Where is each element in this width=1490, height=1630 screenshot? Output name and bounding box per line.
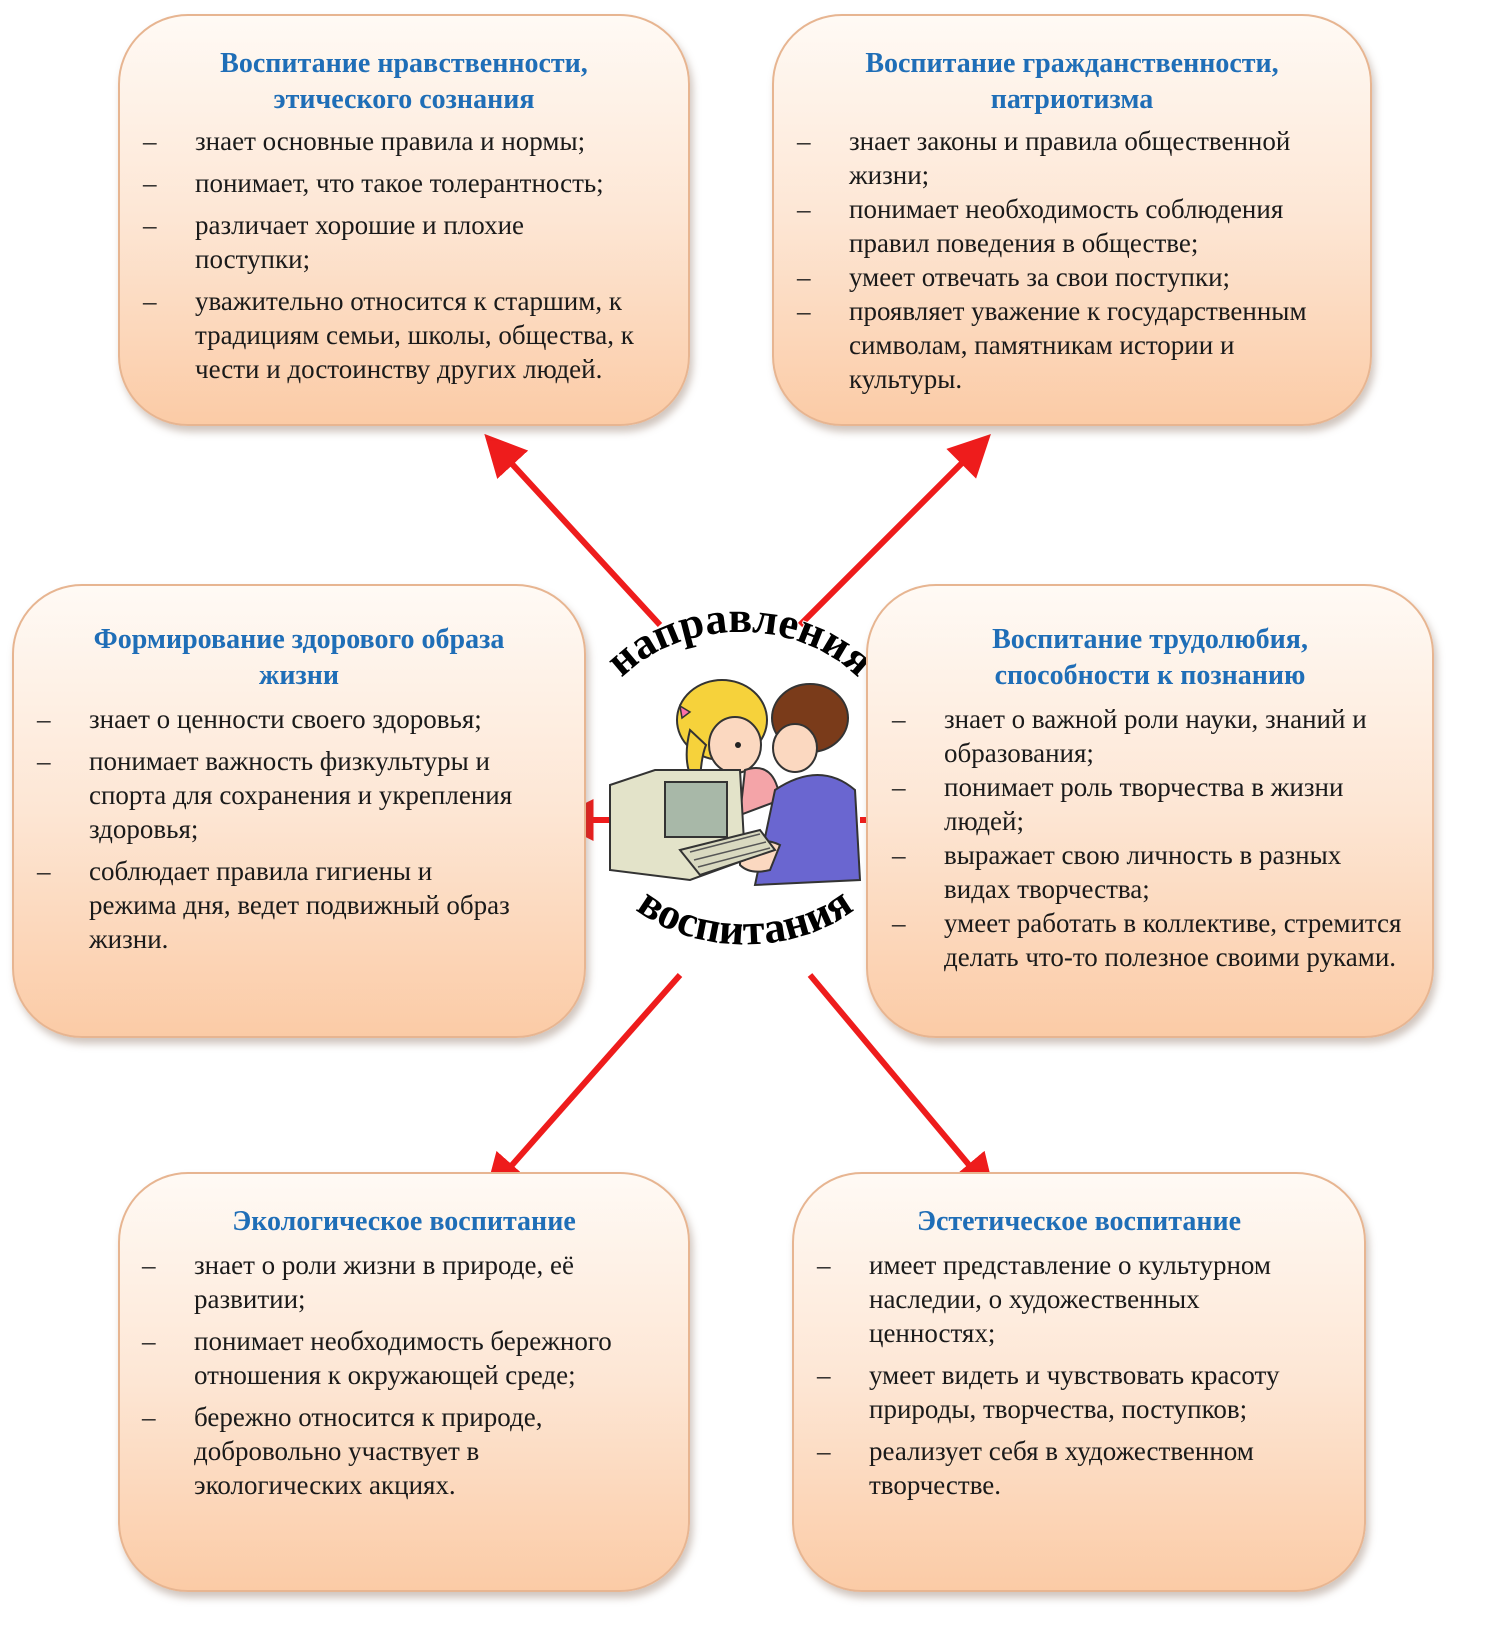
list-item: знает о ценности своего здоровья; — [37, 702, 544, 736]
box-morality-title: Воспитание нравственности, этического со… — [220, 48, 588, 115]
list-item: проявляет уважение к государственным сим… — [797, 294, 1340, 396]
list-item: знает о важной роли науки, знаний и обра… — [892, 702, 1404, 770]
box-citizenship-list: знает законы и правила общественной жизн… — [797, 124, 1340, 396]
box-health: Формирование здорового образа жизни знае… — [12, 584, 586, 1038]
list-item: знает о роли жизни в природе, её развити… — [142, 1248, 608, 1316]
box-health-list: знает о ценности своего здоровья; понима… — [37, 702, 544, 956]
arrow-to-aesthetics — [807, 973, 996, 1197]
list-item: реализует себя в художественном творчест… — [817, 1434, 1264, 1502]
box-citizenship-title: Воспитание гражданственности, патриотизм… — [865, 48, 1279, 115]
list-item: умеет видеть и чувствовать красоту приро… — [817, 1358, 1324, 1426]
arrow-to-morality — [484, 433, 663, 628]
list-item: выражает свою личность в разных видах тв… — [892, 838, 1404, 906]
box-aesthetics-list: имеет представление о культурном наследи… — [817, 1248, 1324, 1502]
box-morality: Воспитание нравственности, этического со… — [118, 14, 690, 426]
list-item: понимает, что такое толерантность; — [143, 166, 648, 200]
box-health-title: Формирование здорового образа жизни — [93, 624, 505, 691]
list-item: бережно относится к природе, добровольно… — [142, 1400, 588, 1502]
list-item: имеет представление о культурном наследи… — [817, 1248, 1284, 1350]
box-diligence-list: знает о важной роли науки, знаний и обра… — [892, 702, 1404, 974]
box-diligence-title: Воспитание трудолюбия, способности к поз… — [992, 624, 1308, 691]
box-diligence: Воспитание трудолюбия, способности к поз… — [866, 584, 1434, 1038]
box-ecology-title: Экологическое воспитание — [232, 1206, 576, 1237]
word-bottom-vospitaniya: воспитания — [629, 877, 860, 955]
list-item: различает хорошие и плохие поступки; — [143, 208, 558, 276]
box-aesthetics: Эстетическое воспитание имеет представле… — [792, 1172, 1366, 1592]
list-item: понимает необходимость бережного отношен… — [142, 1324, 648, 1392]
list-item: уважительно относится к старшим, к тради… — [143, 284, 648, 386]
list-item: умеет работать в коллективе, стремится д… — [892, 906, 1404, 974]
arrow-to-citizenship — [797, 434, 991, 628]
list-item: соблюдает правила гигиены и режима дня, … — [37, 854, 514, 956]
box-ecology: Экологическое воспитание знает о роли жи… — [118, 1172, 690, 1592]
arrow-to-ecology — [484, 973, 683, 1197]
list-item: понимает важность физкультуры и спорта д… — [37, 744, 544, 846]
box-ecology-list: знает о роли жизни в природе, её развити… — [142, 1248, 648, 1502]
list-item: знает основные правила и нормы; — [143, 124, 648, 158]
list-item: понимает роль творчества в жизни людей; — [892, 770, 1404, 838]
children-computer-illustration — [609, 679, 862, 887]
box-aesthetics-title: Эстетическое воспитание — [916, 1206, 1242, 1237]
box-citizenship: Воспитание гражданственности, патриотизм… — [772, 14, 1372, 426]
list-item: умеет отвечать за свои поступки; — [797, 260, 1340, 294]
list-item: знает законы и правила общественной жизн… — [797, 124, 1300, 192]
list-item: понимает необходимость соблюдения правил… — [797, 192, 1290, 260]
box-morality-list: знает основные правила и нормы; понимает… — [143, 124, 648, 386]
